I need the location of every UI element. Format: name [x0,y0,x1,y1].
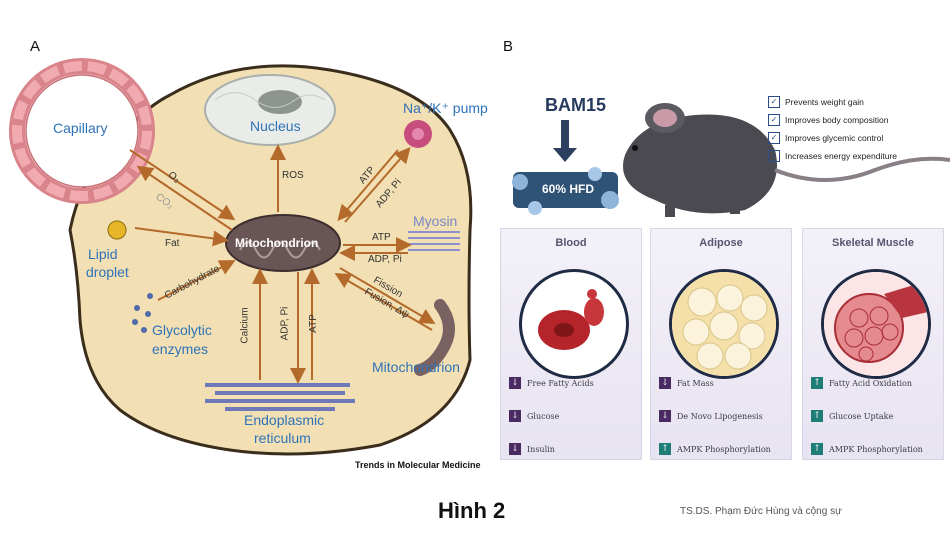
down-arrow-icon: ↓ [509,443,521,455]
er-label-2: reticulum [254,430,311,446]
row-text: AMPK Phosphorylation [677,444,771,454]
figure-title: Hình 2 [438,498,506,523]
panel-b-label: B [503,38,514,55]
down-arrow-icon: ↓ [509,410,521,422]
card-row: ↑ AMPK Phosphorylation [659,442,771,456]
glycolytic-dots [132,293,153,333]
lipid-droplet [107,220,127,240]
na-k-pump [404,120,432,148]
up-arrow-icon: ↑ [811,377,823,389]
row-text: Glucose Uptake [829,411,894,421]
capillary-vessel [9,58,155,204]
benefit-text: Improves glycemic control [785,133,884,143]
panel-a-diagram [9,58,473,456]
er-organelle [205,383,355,411]
row-text: Insulin [527,444,555,454]
row-text: De Novo Lipogenesis [677,411,763,421]
check-icon: ✓ [768,96,780,108]
check-icon: ✓ [768,150,780,162]
card-row: ↑ Glucose Uptake [811,409,893,423]
atp-er-label: ATP [307,314,319,333]
up-arrow-icon: ↑ [659,443,671,455]
adp-pi-myosin-label: ADP, Pi [368,254,402,265]
row-text: AMPK Phosphorylation [829,444,923,454]
fat-label: Fat [165,238,180,249]
myosin-filaments [408,231,460,251]
card-row: ↑ AMPK Phosphorylation [811,442,923,456]
food-pellets [512,167,619,215]
benefit-row: ✓ Increases energy expenditure [768,150,897,162]
row-text: Glucose [527,411,560,421]
calcium-label: Calcium [239,307,251,344]
adipose-cells-image [669,269,779,379]
row-text: Fatty Acid Oxidation [829,378,913,388]
side-mitochondrion [414,299,455,376]
mouse-illustration [623,103,950,217]
capillary-label: Capillary [53,120,108,136]
card-row: ↓ Fat Mass [659,376,714,390]
card-title: Adipose [699,237,743,249]
benefit-text: Prevents weight gain [785,97,864,107]
adp-pi-er-label: ADP, Pi [279,306,291,341]
pump-label: Na⁺/K⁺ pump [403,100,488,116]
down-arrow-icon: ↓ [509,377,521,389]
down-arrow-icon: ↓ [659,377,671,389]
lipid-label-2: droplet [86,264,129,280]
adipose-card: Adipose ↓ Fat Mass ↓ De Novo Lipogenesis ↑… [650,228,792,460]
up-arrow-icon: ↑ [811,443,823,455]
card-row: ↓ Free Fatty Acids [509,376,594,390]
nucleus-label: Nucleus [250,118,301,134]
source-label: Trends in Molecular Medicine [355,460,481,470]
up-arrow-icon: ↑ [811,410,823,422]
card-row: ↓ Insulin [509,442,555,456]
ros-label: ROS [282,170,304,181]
mitochondrion-center-label: Mitochondrion [235,236,319,250]
benefit-row: ✓ Improves glycemic control [768,132,883,144]
nucleus-organelle [204,74,336,146]
glycolytic-label-1: Glycolytic [152,322,212,338]
down-arrow-icon: ↓ [659,410,671,422]
card-title: Skeletal Muscle [832,237,914,249]
drug-label: BAM15 [545,95,607,115]
panel-a-label: A [30,38,41,55]
benefit-text: Increases energy expenditure [785,151,897,161]
card-title: Blood [555,237,587,249]
row-text: Free Fatty Acids [527,378,594,388]
myosin-label: Myosin [413,213,458,229]
check-icon: ✓ [768,114,780,126]
card-row: ↑ Fatty Acid Oxidation [811,376,912,390]
panel-b-illustration [512,103,950,217]
lipid-label-1: Lipid [88,246,118,262]
benefit-row: ✓ Improves body composition [768,114,888,126]
diet-label: 60% HFD [542,182,595,196]
blood-card: Blood ↓ Free Fatty Acids ↓ Glucose ↓ Insuli… [500,228,642,460]
benefit-text: Improves body composition [785,115,889,125]
row-text: Fat Mass [677,378,714,388]
glycolytic-label-2: enzymes [152,341,209,357]
muscle-fibers-image [821,269,931,379]
down-arrow-icon [553,120,577,162]
blood-cells-image [519,269,629,379]
atp-myosin-label: ATP [372,232,391,243]
er-label-1: Endoplasmic [244,412,325,428]
mitochondrion-right-label: Mitochondrion [372,359,460,375]
author-credit: TS.DS. Phạm Đức Hùng và cộng sự [680,506,842,517]
card-row: ↓ De Novo Lipogenesis [659,409,763,423]
check-icon: ✓ [768,132,780,144]
benefit-row: ✓ Prevents weight gain [768,96,864,108]
skeletal-muscle-card: Skeletal Muscle ↑ Fatty Acid Oxidation ↑ G… [802,228,944,460]
card-row: ↓ Glucose [509,409,559,423]
